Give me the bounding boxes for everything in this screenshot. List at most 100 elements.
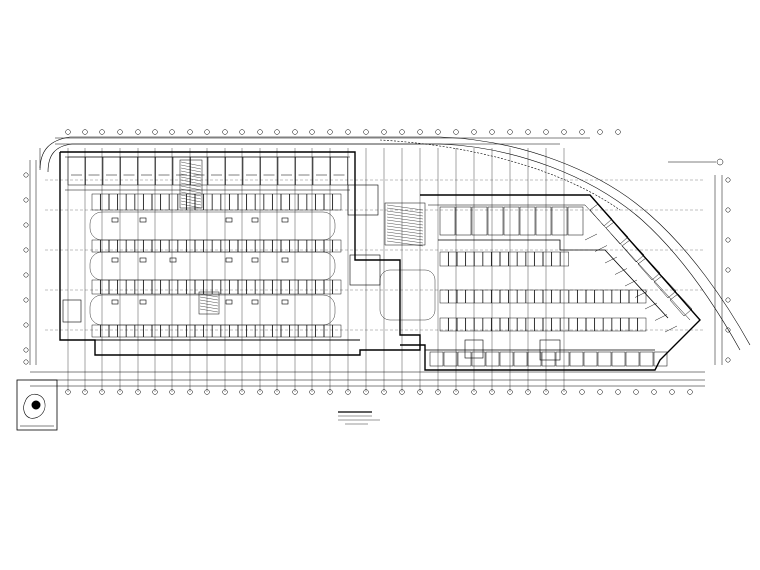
hatch-line — [199, 296, 219, 301]
parking-stall — [482, 289, 492, 304]
axis-bubble — [615, 389, 621, 395]
parking-stall — [160, 279, 170, 295]
axis-bubble — [471, 129, 477, 135]
parking-stall — [117, 239, 127, 253]
parking-stall — [628, 317, 638, 332]
parking-stall — [246, 324, 256, 338]
parking-stall — [289, 193, 299, 211]
parking-stall — [160, 324, 170, 338]
hatch-line — [180, 191, 202, 197]
parking-stall — [332, 193, 342, 211]
axis-bubble — [117, 129, 123, 135]
parking-stall — [169, 193, 178, 211]
parking-stall — [474, 289, 483, 304]
parking-stall — [134, 239, 144, 253]
column-tag — [281, 299, 289, 305]
parking-stall — [108, 239, 118, 253]
axis-bubble — [669, 389, 675, 395]
parking-stall — [534, 251, 544, 267]
parking-stall — [517, 251, 526, 267]
axis-bubble — [23, 247, 29, 253]
parking-stall — [126, 193, 135, 211]
perimeter-room — [207, 156, 226, 186]
parking-stall — [508, 289, 518, 304]
axis-bubble — [597, 389, 603, 395]
parking-stall — [499, 289, 509, 304]
ramp-hatching — [180, 161, 424, 313]
parking-stall — [246, 193, 256, 211]
column-tag — [139, 217, 147, 223]
parking-stall — [323, 239, 333, 253]
parking-stall — [237, 279, 247, 295]
perimeter-room — [653, 351, 668, 367]
axis-bubble — [204, 129, 210, 135]
parking-stall — [177, 239, 187, 253]
hatch-line — [180, 170, 202, 176]
hatch-line — [180, 161, 202, 167]
perimeter-room — [527, 351, 542, 367]
perimeter-room — [499, 351, 514, 367]
hatch-line — [386, 240, 424, 247]
parking-stall — [177, 279, 187, 295]
parking-stall — [534, 289, 544, 304]
perimeter-room — [597, 351, 612, 367]
perimeter-room — [567, 206, 584, 236]
parking-stall — [186, 279, 196, 295]
stair-cores — [62, 184, 561, 361]
parking-stall — [126, 324, 135, 338]
parking-stall — [117, 279, 127, 295]
parking-stall — [272, 279, 282, 295]
parking-stall — [229, 193, 239, 211]
perimeter-room — [569, 351, 584, 367]
hatch-line — [180, 176, 202, 182]
parking-stall — [143, 324, 153, 338]
axis-bubble — [135, 129, 141, 135]
parking-stall — [194, 324, 204, 338]
perimeter-room — [242, 156, 261, 186]
axis-bubble — [23, 297, 29, 303]
perimeter-room — [639, 351, 654, 367]
hatch-line — [180, 179, 202, 185]
parking-stall — [289, 324, 299, 338]
perimeter-room — [277, 156, 296, 186]
axis-bubble — [435, 129, 441, 135]
parking-stall — [323, 193, 333, 211]
parking-stall — [306, 239, 316, 253]
parking-stall — [585, 289, 595, 304]
parking-stall — [315, 324, 325, 338]
perimeter-room — [513, 351, 528, 367]
parking-stall — [229, 239, 239, 253]
parking-stall — [177, 193, 187, 211]
perimeter-room — [67, 156, 86, 186]
perimeter-room — [485, 351, 500, 367]
parking-stall — [263, 279, 273, 295]
axis-bubble — [23, 172, 29, 178]
top-dimension-lines — [39, 137, 590, 168]
parking-stall — [499, 317, 509, 332]
column-tag — [169, 257, 177, 263]
parking-stall — [91, 193, 101, 211]
axis-bubble — [417, 129, 423, 135]
column-tag — [281, 217, 289, 223]
angled-stall-line — [634, 291, 648, 298]
parking-stall — [134, 193, 144, 211]
parking-stall — [332, 279, 342, 295]
parking-stall — [551, 251, 561, 267]
parking-stall — [525, 251, 535, 267]
hatch-line — [386, 237, 424, 244]
parking-stall — [306, 324, 316, 338]
parking-stall — [474, 317, 483, 332]
parking-stall — [456, 317, 466, 332]
parking-stall — [542, 251, 552, 267]
parking-stall — [298, 279, 307, 295]
axis-bubble — [399, 129, 405, 135]
bottom-grid-axis-bubbles — [65, 389, 693, 395]
parking-stall — [298, 239, 307, 253]
parking-stall — [315, 279, 325, 295]
perimeter-room — [225, 156, 243, 186]
parking-stall — [203, 239, 213, 253]
parking-stall — [508, 251, 518, 267]
perimeter-room — [471, 206, 488, 236]
angled-stall-line — [614, 268, 628, 275]
